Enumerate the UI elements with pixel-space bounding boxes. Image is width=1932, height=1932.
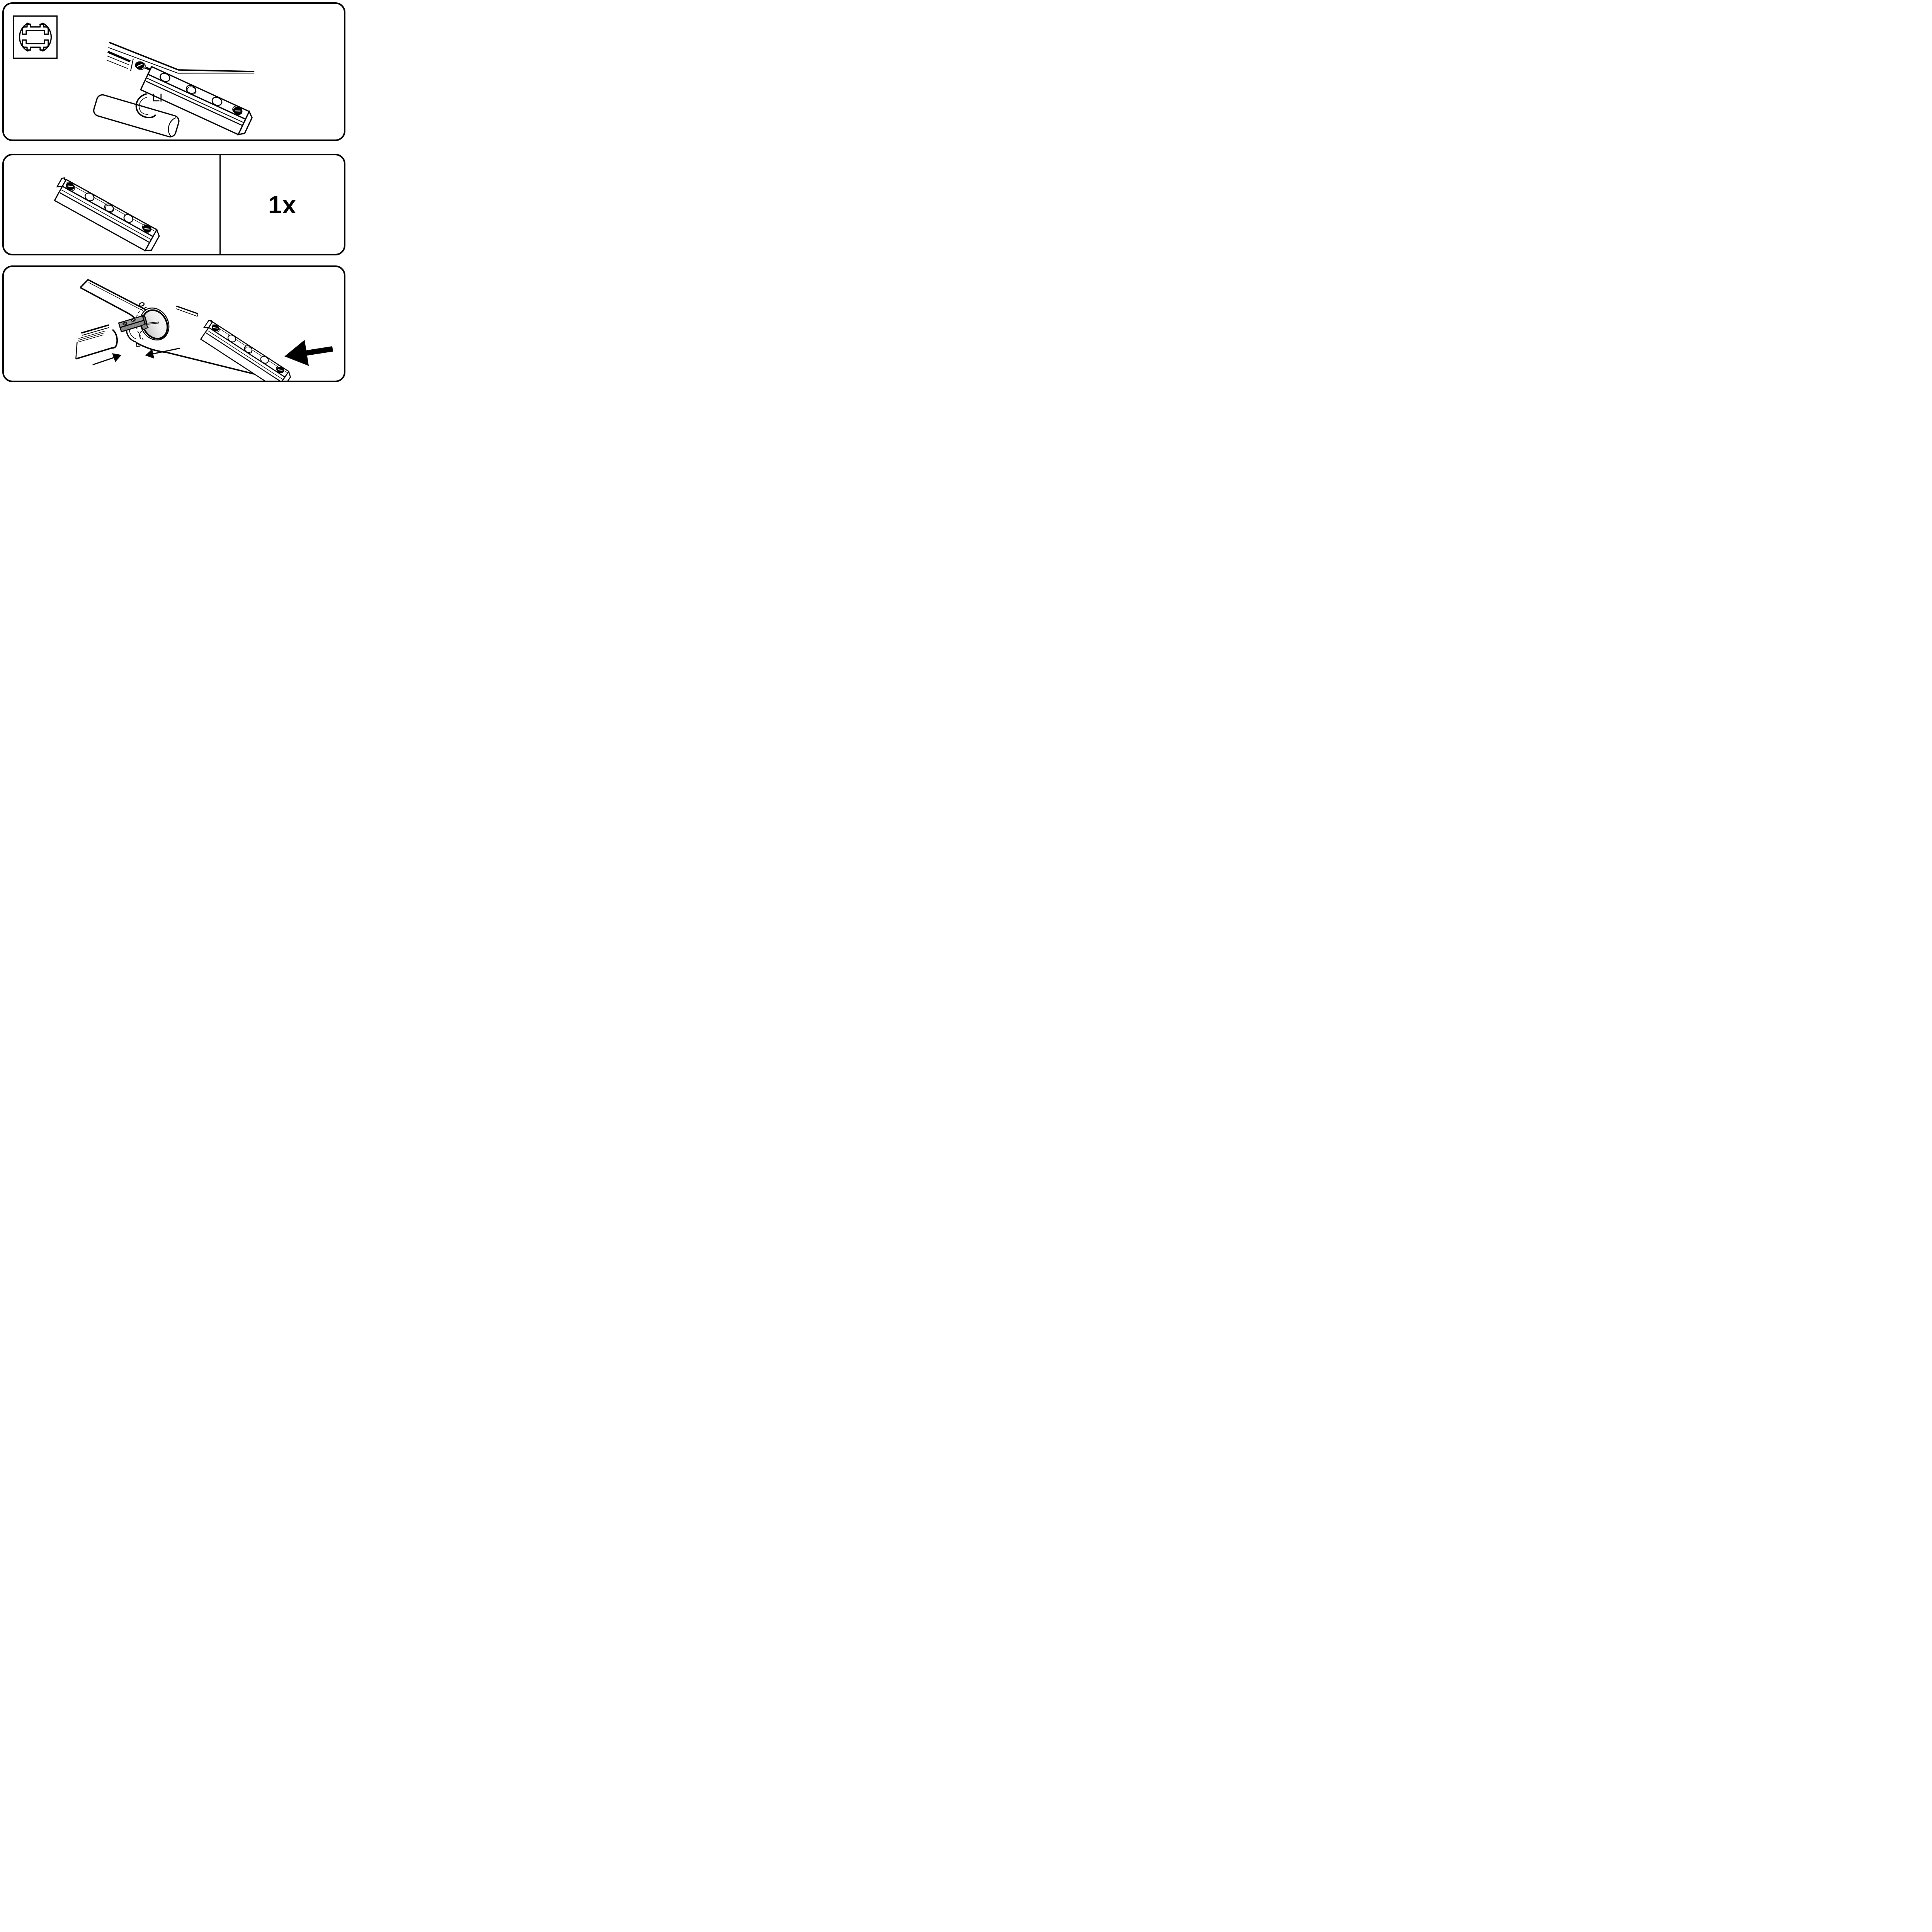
parts-cell-drawing: [4, 155, 219, 254]
clip-foot: [139, 330, 143, 339]
connector-block: [118, 315, 149, 333]
parts-divider: [219, 155, 221, 254]
rod-top-hole: [139, 302, 145, 307]
panel-assembly-step: [2, 265, 345, 382]
push-arrow-left-icon: [145, 347, 180, 359]
instruction-sheet: 1x: [0, 0, 348, 386]
quantity-label: 1x: [268, 190, 297, 219]
slot-screw: [133, 60, 146, 71]
mounting-clip: [135, 93, 162, 119]
connector-bar-part: [50, 176, 162, 254]
big-arrow-icon: [284, 340, 333, 366]
connector-bar-installed: [139, 66, 253, 136]
rail-cross-section-icon: [13, 15, 58, 59]
right-rod: [80, 279, 265, 378]
rod-open-end: [139, 307, 170, 341]
left-rod: [75, 324, 118, 360]
panel-parts-list: 1x: [2, 154, 345, 255]
parts-cell-quantity: 1x: [221, 155, 344, 254]
step1-illustration: [93, 41, 255, 138]
push-arrow-right-icon: [92, 353, 122, 366]
rail-track-lines: [106, 41, 255, 74]
panel-step-overview: [2, 2, 345, 141]
step2-illustration: [75, 279, 333, 381]
